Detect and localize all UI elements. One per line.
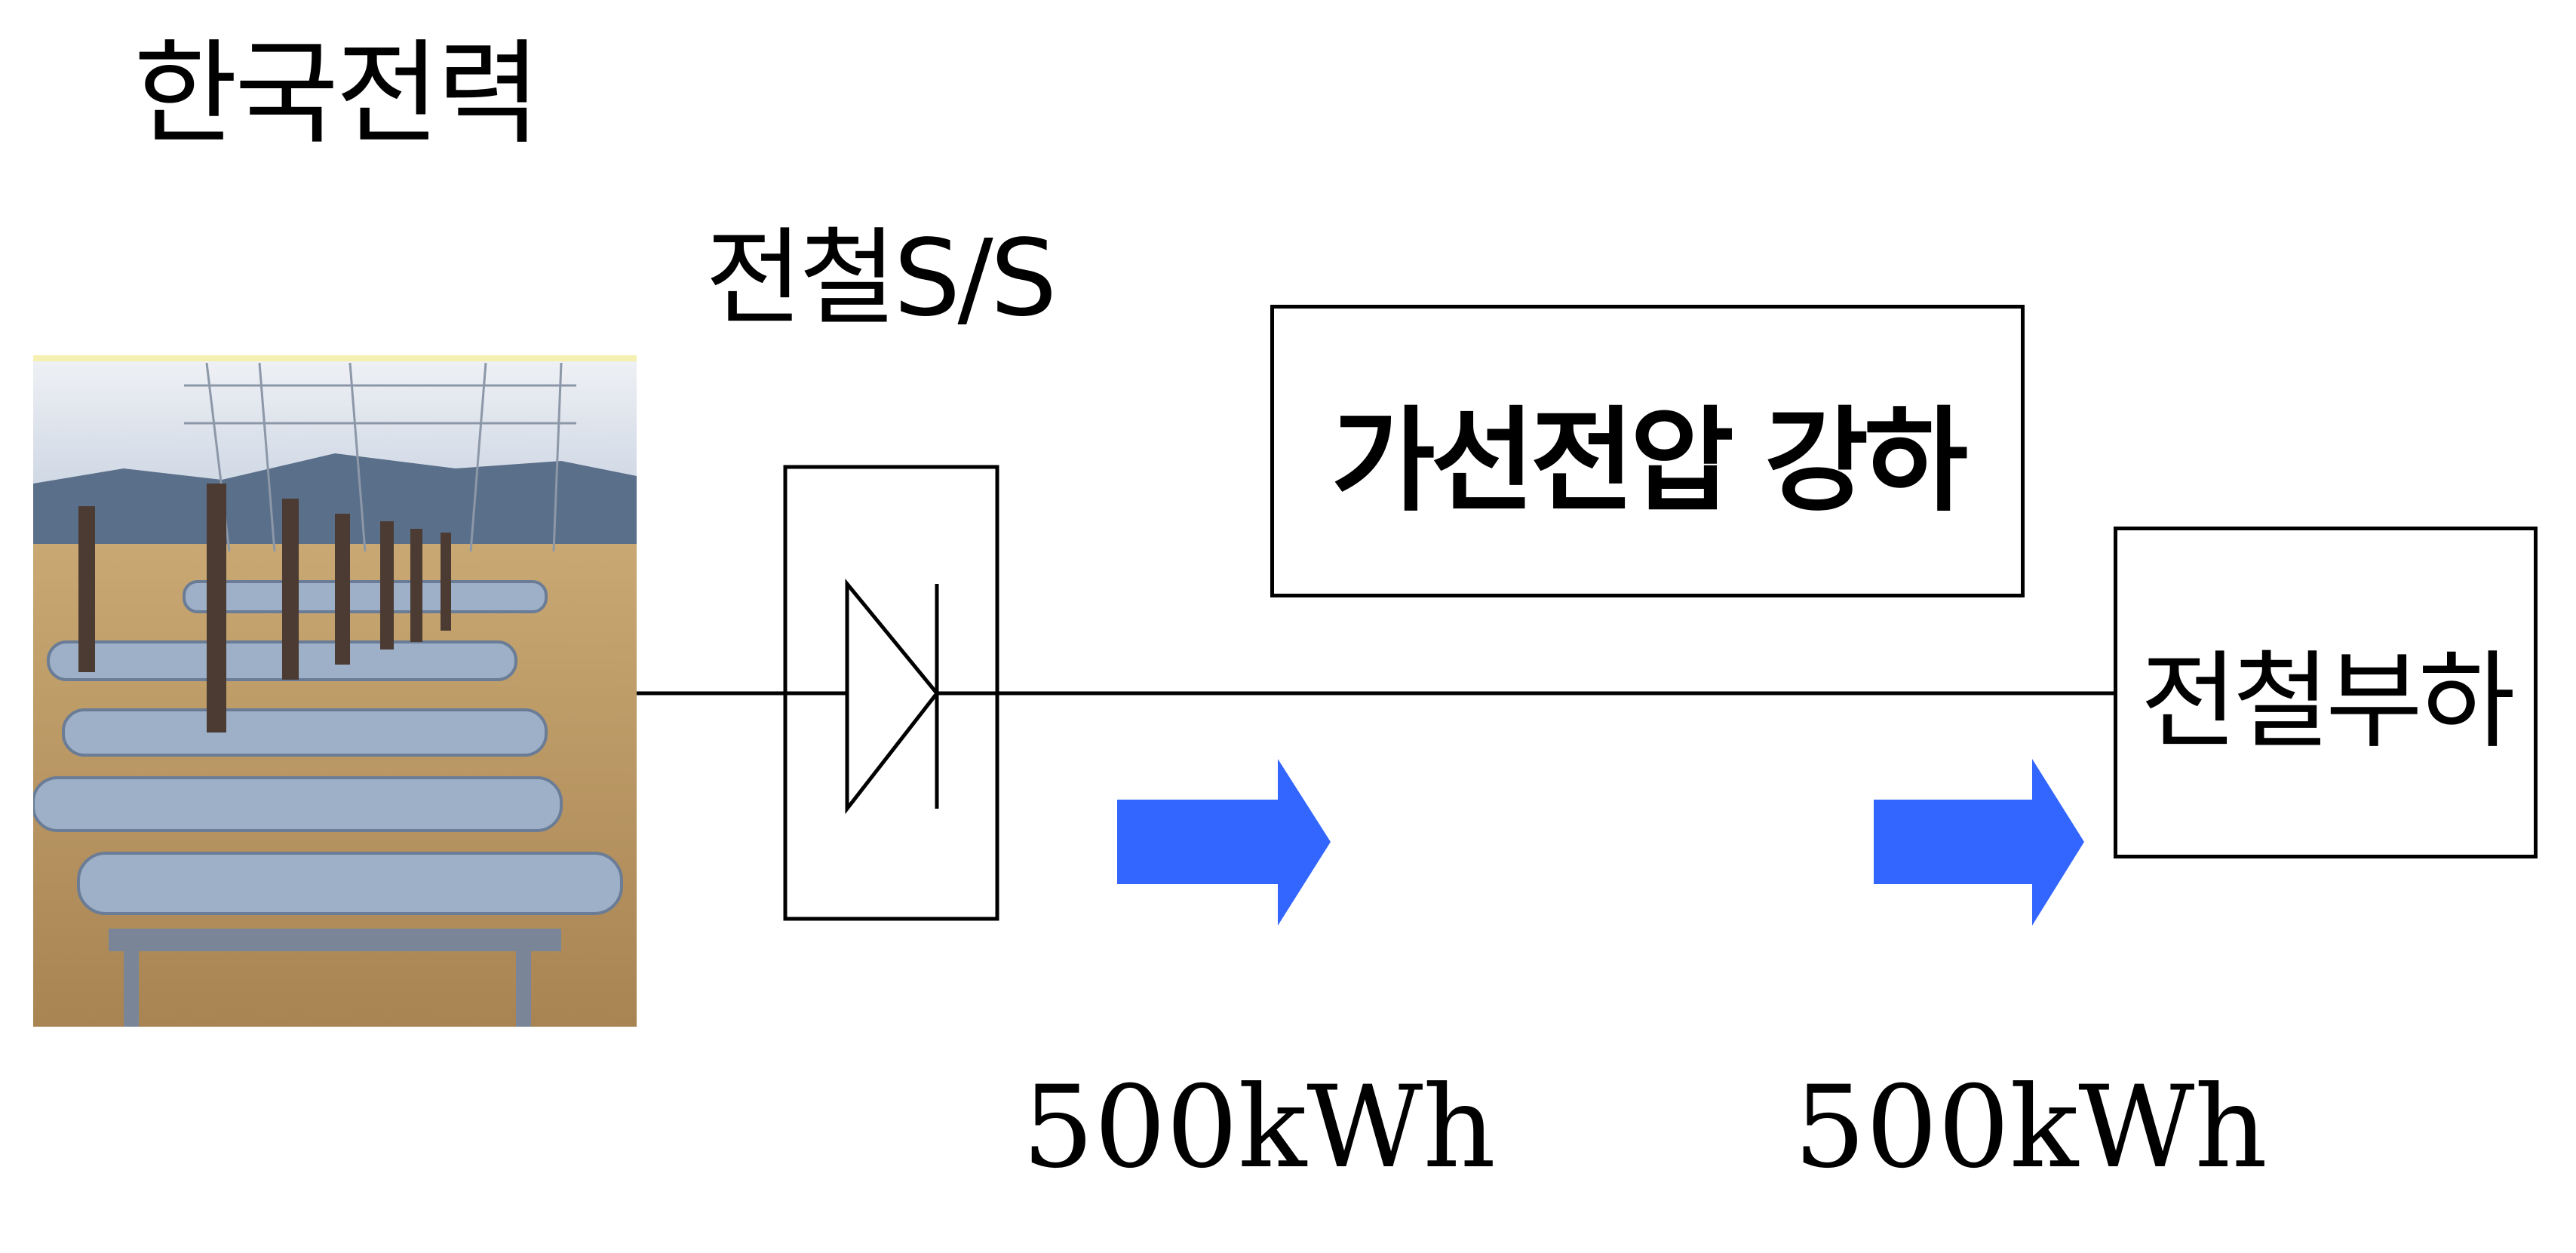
substation-photo [33, 355, 637, 1027]
voltage-drop-box: 가선전압 강하 [1270, 305, 2025, 597]
energy-out-label: 500kWh [1022, 1062, 1496, 1193]
power-flow-arrow-1 [1117, 759, 1331, 926]
diode-icon [845, 579, 940, 815]
load-box: 전철부하 [2114, 527, 2538, 858]
voltage-drop-label: 가선전압 강하 [1331, 395, 1968, 527]
power-flow-arrow-2 [1874, 759, 2084, 926]
substation-label: 전철S/S [705, 217, 1058, 340]
load-label: 전철부하 [2140, 640, 2515, 763]
energy-in-label: 500kWh [1794, 1062, 2267, 1193]
source-label: 한국전력 [134, 29, 541, 160]
